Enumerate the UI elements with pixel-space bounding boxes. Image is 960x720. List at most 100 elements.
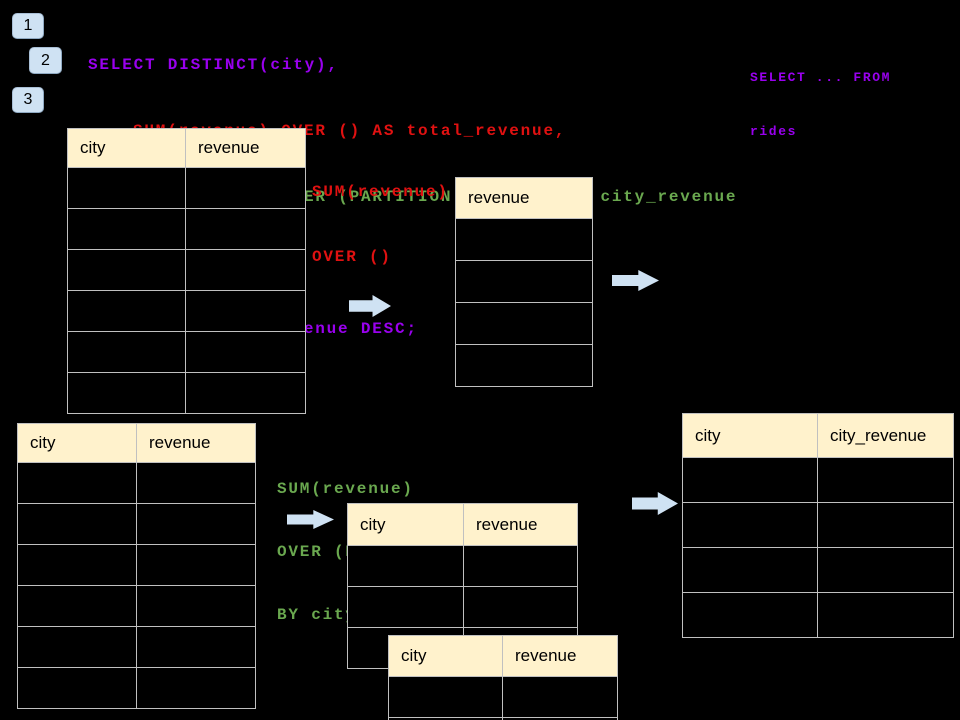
table-row: [455, 260, 593, 303]
step-badge-1: 1: [12, 13, 44, 39]
table-cell: [682, 592, 818, 638]
table-cell: [388, 676, 503, 718]
table-cell: [136, 667, 256, 709]
table-cell: [682, 547, 818, 593]
arrow-right-icon: [612, 270, 659, 291]
total-revenue-label: SUM(revenue) OVER (): [312, 139, 449, 311]
step-badge-3: 3: [12, 87, 44, 113]
table-cell: [463, 545, 578, 587]
table-cell: [185, 208, 306, 250]
table-cell: [455, 302, 593, 345]
table-cell: [17, 503, 137, 545]
table-cell: [185, 331, 306, 373]
table-header-row: city revenue: [17, 423, 256, 463]
table-cell: [67, 331, 186, 373]
table-row: [682, 592, 954, 638]
table-header-row: revenue: [455, 177, 593, 219]
table-header-row: city revenue: [388, 635, 618, 677]
column-header-revenue: revenue: [463, 503, 578, 546]
table-cell: [817, 457, 954, 503]
table-row: [388, 717, 618, 720]
table-row: [67, 208, 306, 250]
sql-side-note-line-1: SELECT ... FROM: [750, 70, 892, 85]
table-row: [455, 218, 593, 261]
column-header-revenue: revenue: [455, 177, 593, 219]
table-cell: [185, 249, 306, 291]
table-row: [67, 290, 306, 332]
table-row: [67, 249, 306, 291]
column-header-city: city: [388, 635, 503, 677]
table-partition-result: city city_revenue: [682, 413, 954, 638]
arrow-right-icon: [287, 510, 334, 529]
table-row: [67, 331, 306, 373]
table-row: [388, 676, 618, 718]
table-header-row: city city_revenue: [682, 413, 954, 458]
table-cell: [455, 218, 593, 261]
table-cell: [136, 585, 256, 627]
table-row: [67, 167, 306, 209]
table-cell: [136, 626, 256, 668]
column-header-revenue: revenue: [502, 635, 618, 677]
partition-label-line-1: SUM(revenue): [277, 480, 414, 498]
table-cell: [817, 547, 954, 593]
table-cell: [67, 372, 186, 414]
table-cell: [17, 585, 137, 627]
table-cell: [682, 457, 818, 503]
table-cell: [817, 502, 954, 548]
table-row: [17, 503, 256, 545]
sql-side-note: SELECT ... FROM rides: [750, 33, 891, 177]
table-cell: [502, 717, 618, 720]
table-row: [17, 462, 256, 504]
table-header-row: city revenue: [347, 503, 578, 546]
table-cell: [17, 544, 137, 586]
table-cell: [185, 290, 306, 332]
table-row: [347, 586, 578, 628]
table-row: [455, 344, 593, 387]
table-cell: [817, 592, 954, 638]
table-cell: [682, 502, 818, 548]
sql-side-note-line-2: rides: [750, 124, 798, 139]
table-cell: [136, 503, 256, 545]
sql-code-line-1: SELECT DISTINCT(city),: [88, 56, 339, 74]
table-cell: [463, 586, 578, 628]
table-cell: [67, 249, 186, 291]
table-row: [682, 547, 954, 593]
column-header-city: city: [67, 128, 186, 168]
table-row: [347, 545, 578, 587]
total-revenue-label-line-2: OVER (): [312, 247, 392, 266]
step-badge-2: 2: [29, 47, 62, 74]
table-row: [17, 544, 256, 586]
table-cell: [17, 667, 137, 709]
column-header-city-revenue: city_revenue: [817, 413, 954, 458]
table-cell: [502, 676, 618, 718]
table-total-result: revenue: [455, 177, 593, 387]
column-header-city: city: [682, 413, 818, 458]
table-cell: [347, 586, 464, 628]
table-header-row: city revenue: [67, 128, 306, 168]
table-cell: [136, 544, 256, 586]
table-cell: [67, 290, 186, 332]
column-header-city: city: [347, 503, 464, 546]
table-source-top: city revenue: [67, 128, 306, 414]
table-cell: [185, 167, 306, 209]
column-header-revenue: revenue: [136, 423, 256, 463]
table-cell: [67, 167, 186, 209]
table-cell: [185, 372, 306, 414]
table-row: [17, 667, 256, 709]
table-row: [17, 626, 256, 668]
table-cell: [347, 545, 464, 587]
column-header-city: city: [17, 423, 137, 463]
table-row: [67, 372, 306, 414]
table-cell: [17, 626, 137, 668]
table-cell: [17, 462, 137, 504]
total-revenue-label-line-1: SUM(revenue): [312, 183, 449, 201]
arrow-right-icon: [349, 295, 391, 317]
table-row: [17, 585, 256, 627]
table-cell: [136, 462, 256, 504]
arrow-right-icon: [632, 492, 678, 515]
table-cell: [455, 344, 593, 387]
table-row: [455, 302, 593, 345]
table-cell: [67, 208, 186, 250]
table-row: [682, 457, 954, 503]
